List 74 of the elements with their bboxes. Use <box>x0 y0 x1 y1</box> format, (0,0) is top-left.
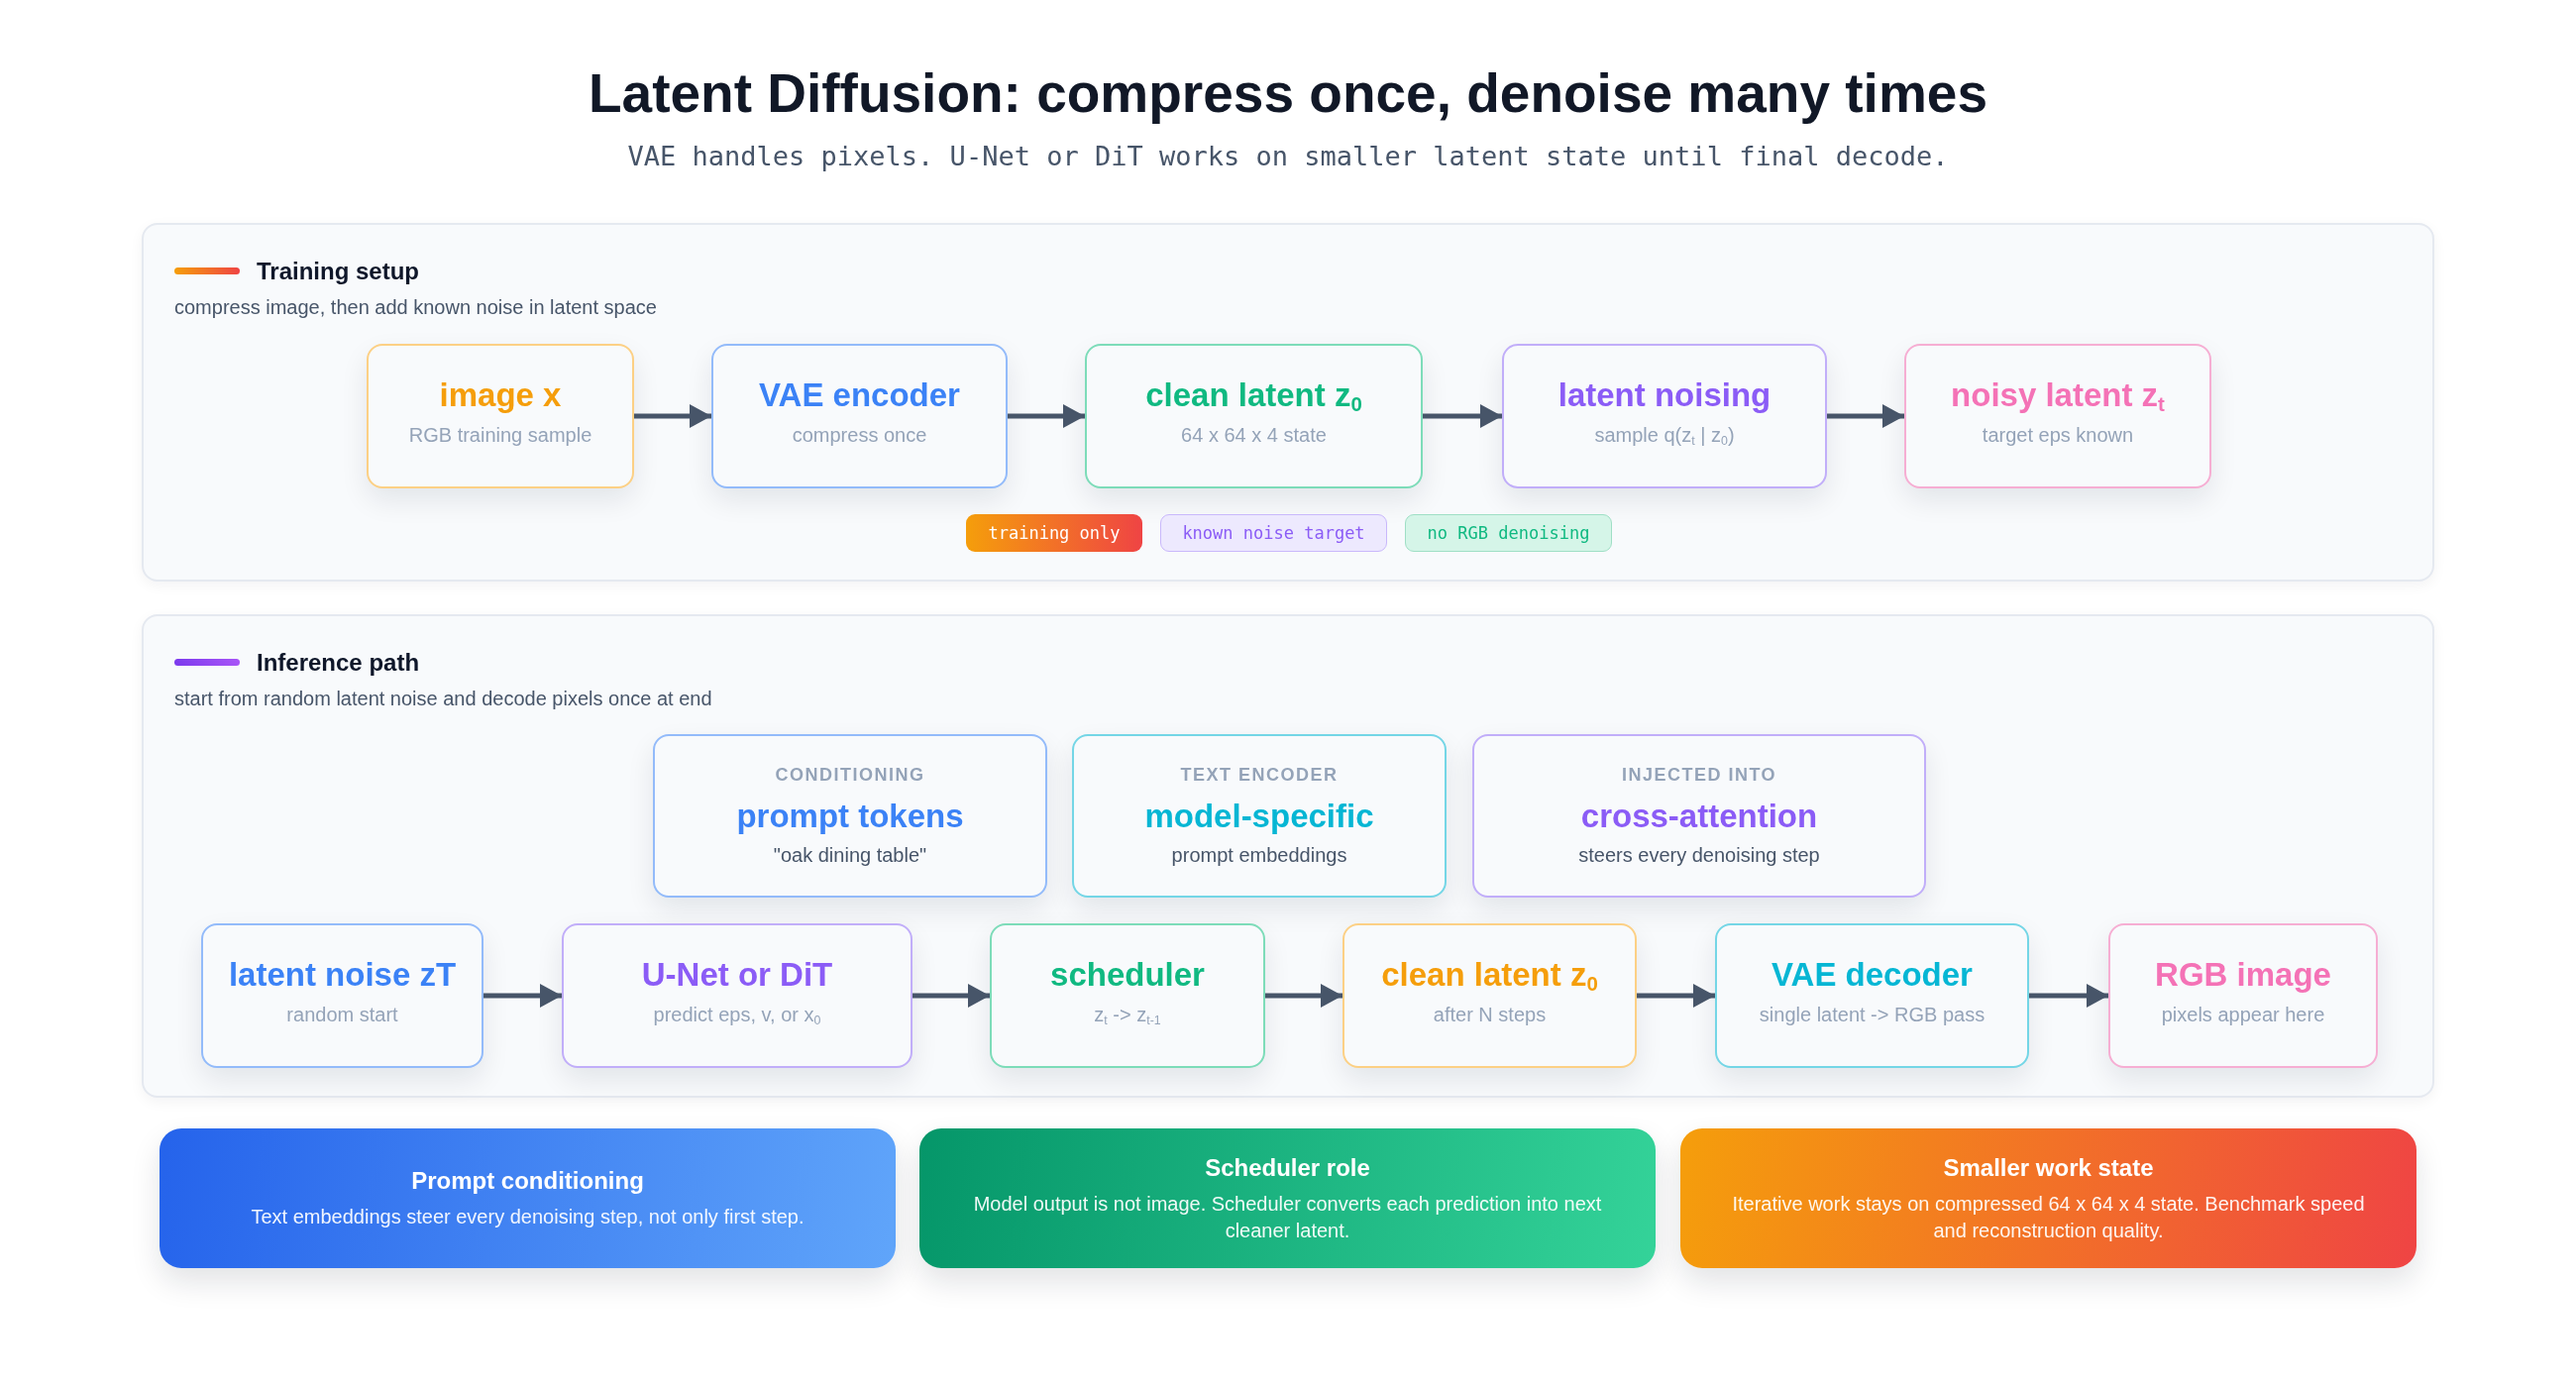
box-title: VAE encoder <box>759 376 960 414</box>
box-subtitle: pixels appear here <box>2161 1003 2325 1027</box>
card-text: Text embeddings steer every denoising step, not only first step. <box>251 1205 805 1229</box>
category-label: TEXT ENCODER <box>1180 764 1339 786</box>
arrow <box>912 984 990 1008</box>
page-subtitle: VAE handles pixels. U-Net or DiT works on smaller latent state until final decode. <box>627 140 1949 173</box>
process-box <box>1502 344 1827 488</box>
info-card <box>160 1128 896 1268</box>
process-box <box>990 923 1265 1068</box>
arrow <box>634 404 711 428</box>
category-label: INJECTED INTO <box>1621 764 1777 786</box>
category-label: CONDITIONING <box>775 764 925 786</box>
arrow <box>1827 404 1904 428</box>
box-subtitle: RGB training sample <box>408 423 592 448</box>
process-box <box>562 923 912 1068</box>
process-box <box>711 344 1008 488</box>
box-title: latent noising <box>1557 376 1771 414</box>
process-box <box>1085 344 1423 488</box>
process-box <box>367 344 634 488</box>
box-title: clean latent z$_{0}$ <box>1381 956 1598 994</box>
info-card <box>919 1128 1656 1268</box>
info-card <box>1680 1128 2416 1268</box>
info-box <box>653 734 1047 898</box>
box-subtitle: "oak dining table" <box>773 843 927 868</box>
card-title: Smaller work state <box>1943 1152 2154 1183</box>
box-subtitle: 64 x 64 x 4 state <box>1181 423 1327 448</box>
box-title: latent noise zT <box>228 956 457 994</box>
arrow <box>2029 984 2108 1008</box>
box-title: noisy latent z$_{t}$ <box>1951 376 2165 414</box>
box-title: VAE decoder <box>1771 956 1973 994</box>
process-box <box>1904 344 2211 488</box>
arrow <box>1637 984 1715 1008</box>
section-description: compress image, then add known noise in latent space <box>174 295 657 320</box>
section-description: start from random latent noise and decode pixels once at end <box>174 687 712 711</box>
box-title: clean latent z$_{0}$ <box>1145 376 1362 414</box>
process-box <box>2108 923 2378 1068</box>
info-box <box>1472 734 1926 898</box>
tag-pill: training only <box>966 514 1142 552</box>
tag-pill: no RGB denoising <box>1405 514 1612 552</box>
card-text: Iterative work stays on compressed 64 x 64 x 4 state. Benchmark speed and reconstruction quality. <box>1731 1191 2366 1243</box>
arrow <box>1008 404 1085 428</box>
arrow <box>1265 984 1342 1008</box>
card-title: Scheduler role <box>1205 1152 1370 1183</box>
section-panel <box>142 223 2434 582</box>
box-subtitle: compress once <box>792 423 927 448</box>
card-title: Prompt conditioning <box>411 1166 644 1196</box>
box-title: U-Net or DiT <box>641 956 833 994</box>
box-title: scheduler <box>1050 956 1205 994</box>
box-subtitle: sample q(z$_{t}$ | z$_{0}$) <box>1594 423 1735 448</box>
section-heading: Training setup <box>257 257 419 286</box>
box-subtitle: after N steps <box>1433 1003 1547 1027</box>
box-subtitle: random start <box>286 1003 398 1027</box>
box-title: RGB image <box>2155 956 2331 994</box>
page-title: Latent Diffusion: compress once, denoise many times <box>589 61 1987 125</box>
info-box <box>1072 734 1447 898</box>
box-title: cross-attention <box>1580 798 1818 835</box>
box-subtitle: predict eps, v, or x$_{0}$ <box>653 1003 821 1027</box>
box-subtitle: steers every denoising step <box>1578 843 1820 868</box>
box-subtitle: single latent -> RGB pass <box>1759 1003 1986 1027</box>
box-subtitle: target eps known <box>1982 423 2134 448</box>
box-title: prompt tokens <box>736 798 964 835</box>
process-box <box>201 923 483 1068</box>
arrow <box>483 984 562 1008</box>
tag-pill: known noise target <box>1160 514 1387 552</box>
section-panel <box>142 614 2434 1098</box>
section-heading: Inference path <box>257 648 420 678</box>
box-subtitle: z$_{t}$ -> z$_{t-1}$ <box>1094 1003 1161 1027</box>
arrow <box>1423 404 1502 428</box>
process-box <box>1342 923 1637 1068</box>
box-title: model-specific <box>1144 798 1374 835</box>
card-text: Model output is not image. Scheduler converts each prediction into next cleaner latent. <box>972 1191 1603 1243</box>
process-box <box>1715 923 2029 1068</box>
box-title: image x <box>439 376 562 414</box>
box-subtitle: prompt embeddings <box>1171 843 1347 868</box>
